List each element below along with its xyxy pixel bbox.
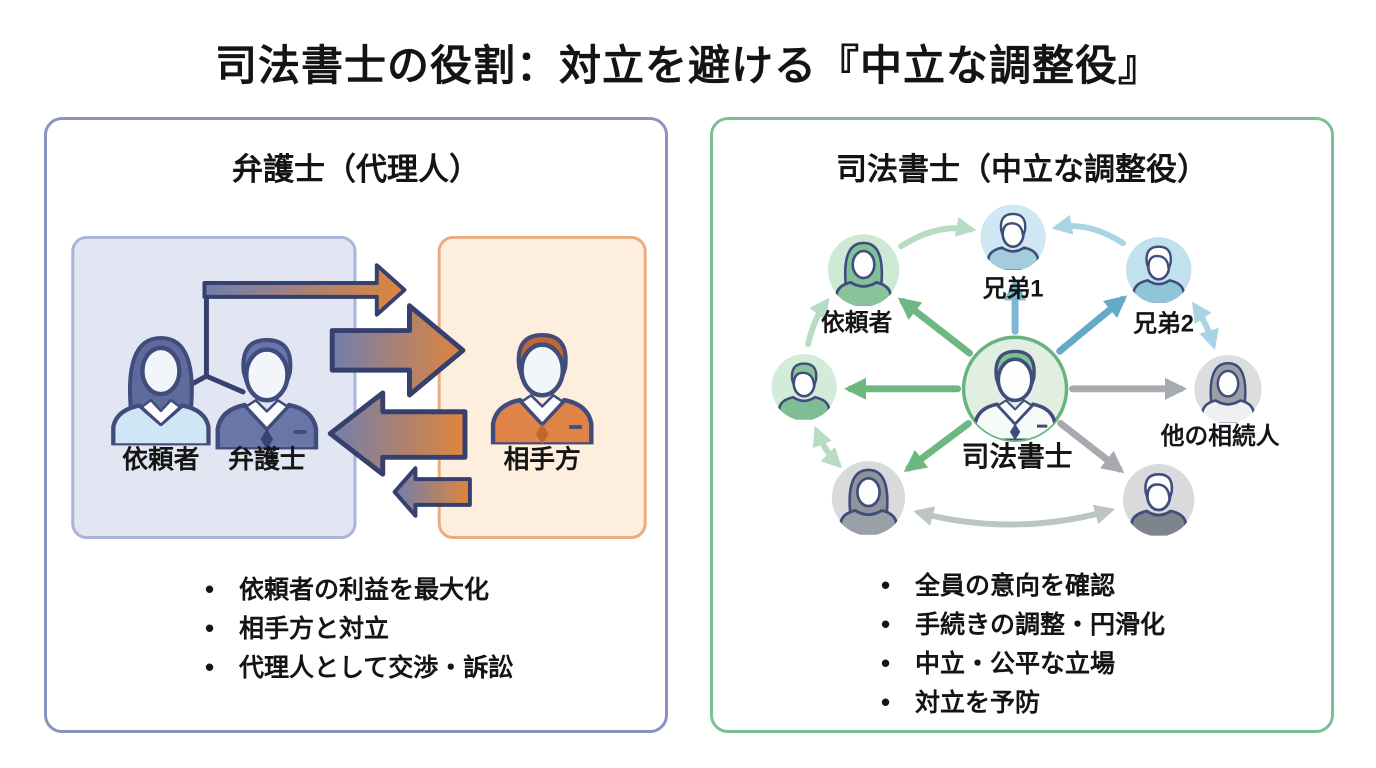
lawyer-label: 弁護士: [228, 444, 305, 474]
claim-arrow-right-icon: [202, 263, 407, 317]
sibling2-node-icon: [1125, 237, 1192, 303]
client-label: 依頼者: [122, 445, 199, 474]
arrow-left-to-client: [805, 297, 830, 348]
list-item: 依頼者の利益を最大化: [205, 570, 513, 609]
page-title: 司法書士の役割：対立を避ける『中立な調整役』: [214, 42, 1161, 89]
arrow-to-relative-bottom-left: [903, 419, 972, 473]
list-item: 手続きの調整・円滑化: [881, 605, 1165, 644]
scrivener-bullet-list: 全員の意向を確認 手続きの調整・円滑化 中立・公平な立場 対立を予防: [881, 566, 1165, 722]
client-side-box: [71, 235, 357, 540]
arrow-left-bottomleft: [812, 425, 843, 469]
client-node-label: 依頼者: [821, 309, 892, 336]
list-item: 相手方と対立: [205, 609, 513, 648]
big-arrow-left-icon: [327, 390, 468, 477]
client-node-icon: [827, 234, 900, 306]
lawyer-panel: 弁護士（代理人） 依頼者 弁護士 相手方 依頼者の利益を最大化: [44, 117, 668, 733]
opponent-label: 相手方: [504, 444, 581, 474]
sibling1-node-icon: [980, 204, 1046, 270]
scrivener-node-label: 司法書士: [962, 441, 1073, 472]
lawyer-diagram: 依頼者 弁護士 相手方: [71, 235, 647, 540]
arrow-sibling2-to-sibling1: [1051, 214, 1126, 247]
peripheral-arrows: [805, 214, 1219, 528]
relative-left-node-icon: [771, 354, 837, 420]
other-heirs-node-icon: [1194, 355, 1262, 423]
scrivener-panel: 司法書士（中立な調整役）: [710, 117, 1334, 733]
lawyer-panel-title: 弁護士（代理人）: [232, 152, 480, 187]
scrivener-node-icon: [961, 335, 1069, 443]
arrow-sibling2-other-heirs: [1191, 301, 1219, 351]
sibling1-node-label: 兄弟1: [982, 275, 1044, 303]
relative-bottom-right-node-icon: [1123, 464, 1195, 536]
scrivener-network-diagram: 依頼者 兄弟1 兄弟2 他の相続人 司法書士: [771, 204, 1280, 536]
arrow-to-relative-bottom-right: [1057, 419, 1125, 474]
arrow-to-sibling2: [1056, 295, 1128, 355]
other-heirs-node-label: 他の相続人: [1160, 422, 1280, 450]
center-arrows: [844, 278, 1188, 474]
list-item: 代理人として交渉・訴訟: [205, 648, 513, 687]
list-item: 対立を予防: [881, 683, 1165, 722]
small-arrow-left-icon: [392, 466, 472, 518]
list-item: 全員の意向を確認: [881, 566, 1165, 605]
scrivener-panel-title: 司法書士（中立な調整役）: [836, 152, 1208, 187]
lawyer-bullet-list: 依頼者の利益を最大化 相手方と対立 代理人として交渉・訴訟: [205, 570, 513, 687]
sibling2-node-label: 兄弟2: [1132, 309, 1194, 337]
big-arrow-right-icon: [329, 303, 466, 398]
relative-bottom-left-node-icon: [831, 461, 906, 535]
arrow-client-to-sibling1: [898, 216, 977, 250]
arrow-to-client: [897, 297, 973, 357]
arrow-bottomleft-bottomright: [913, 504, 1115, 528]
list-item: 中立・公平な立場: [881, 644, 1165, 683]
